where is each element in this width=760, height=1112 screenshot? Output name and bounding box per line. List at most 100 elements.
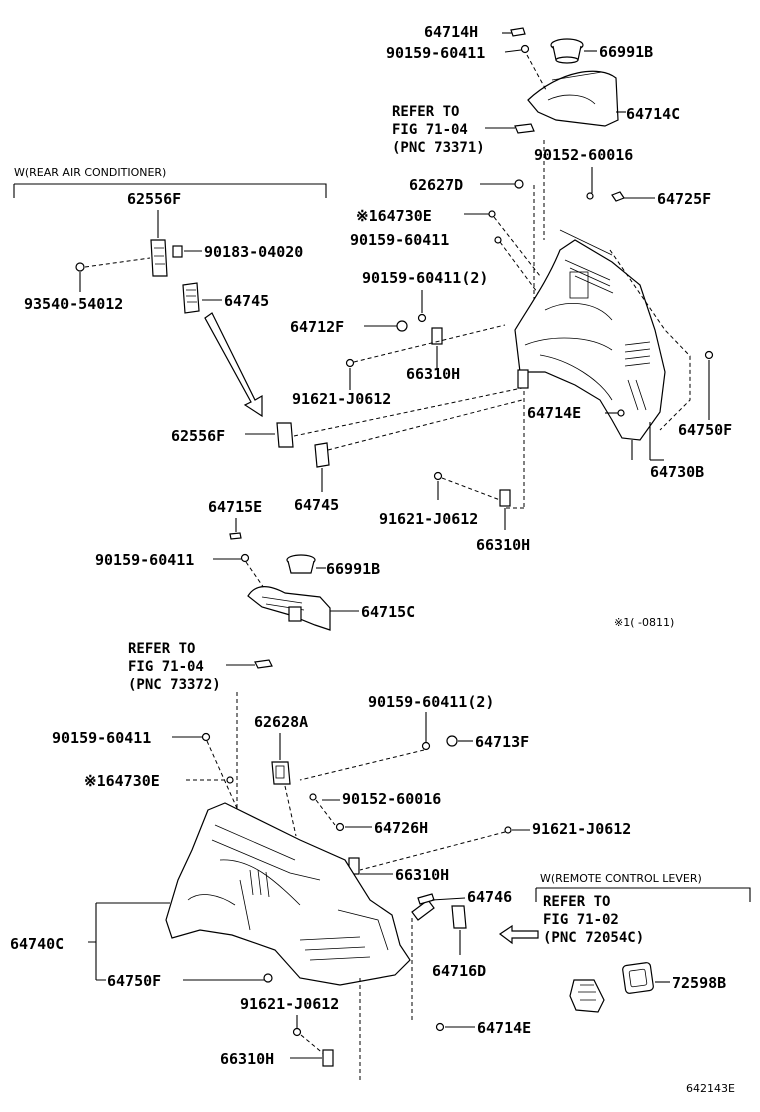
- label-64750F-a: 64750F: [678, 421, 732, 439]
- refer1-line2: FIG 71-04: [392, 122, 468, 138]
- screw-90159-mid: [494, 236, 502, 244]
- label-91621-a: 91621-J0612: [292, 390, 391, 408]
- refer3-line2: FIG 71-02: [543, 912, 619, 928]
- nut-90183: [172, 245, 183, 258]
- clip-66310H-center: [517, 369, 529, 389]
- figure-id: 642143E: [686, 1082, 735, 1095]
- cap-64713F: [446, 735, 458, 747]
- label-64745-top: 64745: [224, 292, 269, 310]
- label-90159-c: 90159-60411: [95, 551, 194, 569]
- clip-66310H-b: [499, 489, 511, 507]
- vent-64745-mid: [314, 442, 330, 468]
- refer2-line3: (PNC 73372): [128, 677, 221, 693]
- rear-ac-bracket: [13, 183, 327, 198]
- clip-64715E: [229, 532, 242, 540]
- label-90159-d: 90159-60411: [52, 729, 151, 747]
- trim-panel-64730B: [514, 229, 666, 441]
- clip-64725F: [611, 191, 625, 202]
- label-64730B: 64730B: [650, 463, 704, 481]
- label-93540: 93540-54012: [24, 295, 123, 313]
- label-64745-mid: 64745: [294, 496, 339, 514]
- label-66310H-b: 66310H: [476, 536, 530, 554]
- label-64730E-top: ※164730E: [356, 207, 432, 225]
- arrow-move-down: [204, 312, 263, 418]
- label-90152-top: 90152-60016: [534, 146, 633, 164]
- remote-heading: W(REMOTE CONTROL LEVER): [540, 872, 702, 885]
- label-64725F: 64725F: [657, 190, 711, 208]
- label-90152-low: 90152-60016: [342, 790, 441, 808]
- clip-refer2: [254, 659, 273, 669]
- label-62628A: 62628A: [254, 713, 308, 731]
- screw-91621-d: [292, 1027, 302, 1037]
- grille-62556F-mid: [276, 422, 294, 448]
- refer1-line3: (PNC 73371): [392, 140, 485, 156]
- label-91621-c: 91621-J0612: [532, 820, 631, 838]
- cap-66991B-top: [550, 38, 584, 64]
- label-66991B-top: 66991B: [599, 43, 653, 61]
- screw-90159-c: [240, 553, 250, 563]
- label-72598B: 72598B: [672, 974, 726, 992]
- clip-refer1: [514, 123, 535, 134]
- screw-64730E-top: [488, 210, 496, 218]
- refer1-line1: REFER TO: [392, 104, 459, 120]
- label-66310H-a: 66310H: [406, 365, 460, 383]
- label-64716D: 64716D: [432, 962, 486, 980]
- rear-ac-heading: W(REAR AIR CONDITIONER): [14, 166, 166, 179]
- clip-64714E-low: [435, 1022, 445, 1032]
- screw-91621-b: [433, 471, 443, 481]
- label-64715C: 64715C: [361, 603, 415, 621]
- clip-66310H-a: [431, 327, 443, 345]
- clip-64716D: [451, 905, 467, 929]
- refer3-line3: (PNC 72054C): [543, 930, 644, 946]
- panel-64715C: [247, 586, 331, 631]
- label-90159-top: 90159-60411: [386, 44, 485, 62]
- panel-64714C: [527, 70, 619, 127]
- label-64714E-a: 64714E: [527, 404, 581, 422]
- label-64740C: 64740C: [10, 935, 64, 953]
- bracket-64746: [411, 893, 435, 921]
- label-64750F-low: 64750F: [107, 972, 161, 990]
- label-90159-mid: 90159-60411: [350, 231, 449, 249]
- label-62556F-top: 62556F: [127, 190, 181, 208]
- vent-64745-top: [182, 282, 200, 314]
- label-64712F: 64712F: [290, 318, 344, 336]
- screw-93540: [75, 262, 85, 272]
- screw-91621-a: [345, 358, 355, 368]
- label-66310H-d: 66310H: [220, 1050, 274, 1068]
- label-64714H-top: 64714H: [424, 23, 478, 41]
- label-91621-b: 91621-J0612: [379, 510, 478, 528]
- panel-62628A: [271, 761, 291, 785]
- refer2-line1: REFER TO: [128, 641, 195, 657]
- lever-remote: [569, 979, 605, 1013]
- label-90159-2-top: 90159-60411(2): [362, 269, 488, 287]
- grille-62556F-top: [150, 239, 168, 277]
- clip-64750F-a: [704, 350, 714, 360]
- screw-90159-d: [201, 732, 211, 742]
- label-64726H: 64726H: [374, 819, 428, 837]
- clip-64726H: [335, 822, 345, 832]
- label-62556F-mid: 62556F: [171, 427, 225, 445]
- label-64730E-low: ※164730E: [84, 772, 160, 790]
- label-66991B-mid: 66991B: [326, 560, 380, 578]
- label-64713F: 64713F: [475, 733, 529, 751]
- clip-66310H-d: [322, 1049, 334, 1067]
- clip-64714H-top: [510, 27, 526, 37]
- label-64714E-low: 64714E: [477, 1019, 531, 1037]
- label-64714C: 64714C: [626, 105, 680, 123]
- label-90183: 90183-04020: [204, 243, 303, 261]
- screw-90159-top: [520, 44, 530, 54]
- label-64746: 64746: [467, 888, 512, 906]
- plug-62627D: [514, 179, 524, 189]
- label-91621-d: 91621-J0612: [240, 995, 339, 1013]
- bracket-64740C: [88, 902, 170, 981]
- trim-panel-64740C: [165, 802, 411, 986]
- screw-90159-2-top: [417, 313, 427, 323]
- footnote: ※1( -0811): [614, 616, 674, 629]
- label-90159-2-low: 90159-60411(2): [368, 693, 494, 711]
- cap-64712F: [396, 320, 408, 332]
- cap-66991B-mid: [286, 554, 316, 574]
- clip-64750F-low: [263, 973, 273, 983]
- arrow-remote-left: [498, 924, 539, 945]
- screw-64730E-low: [226, 776, 234, 784]
- label-62627D: 62627D: [409, 176, 463, 194]
